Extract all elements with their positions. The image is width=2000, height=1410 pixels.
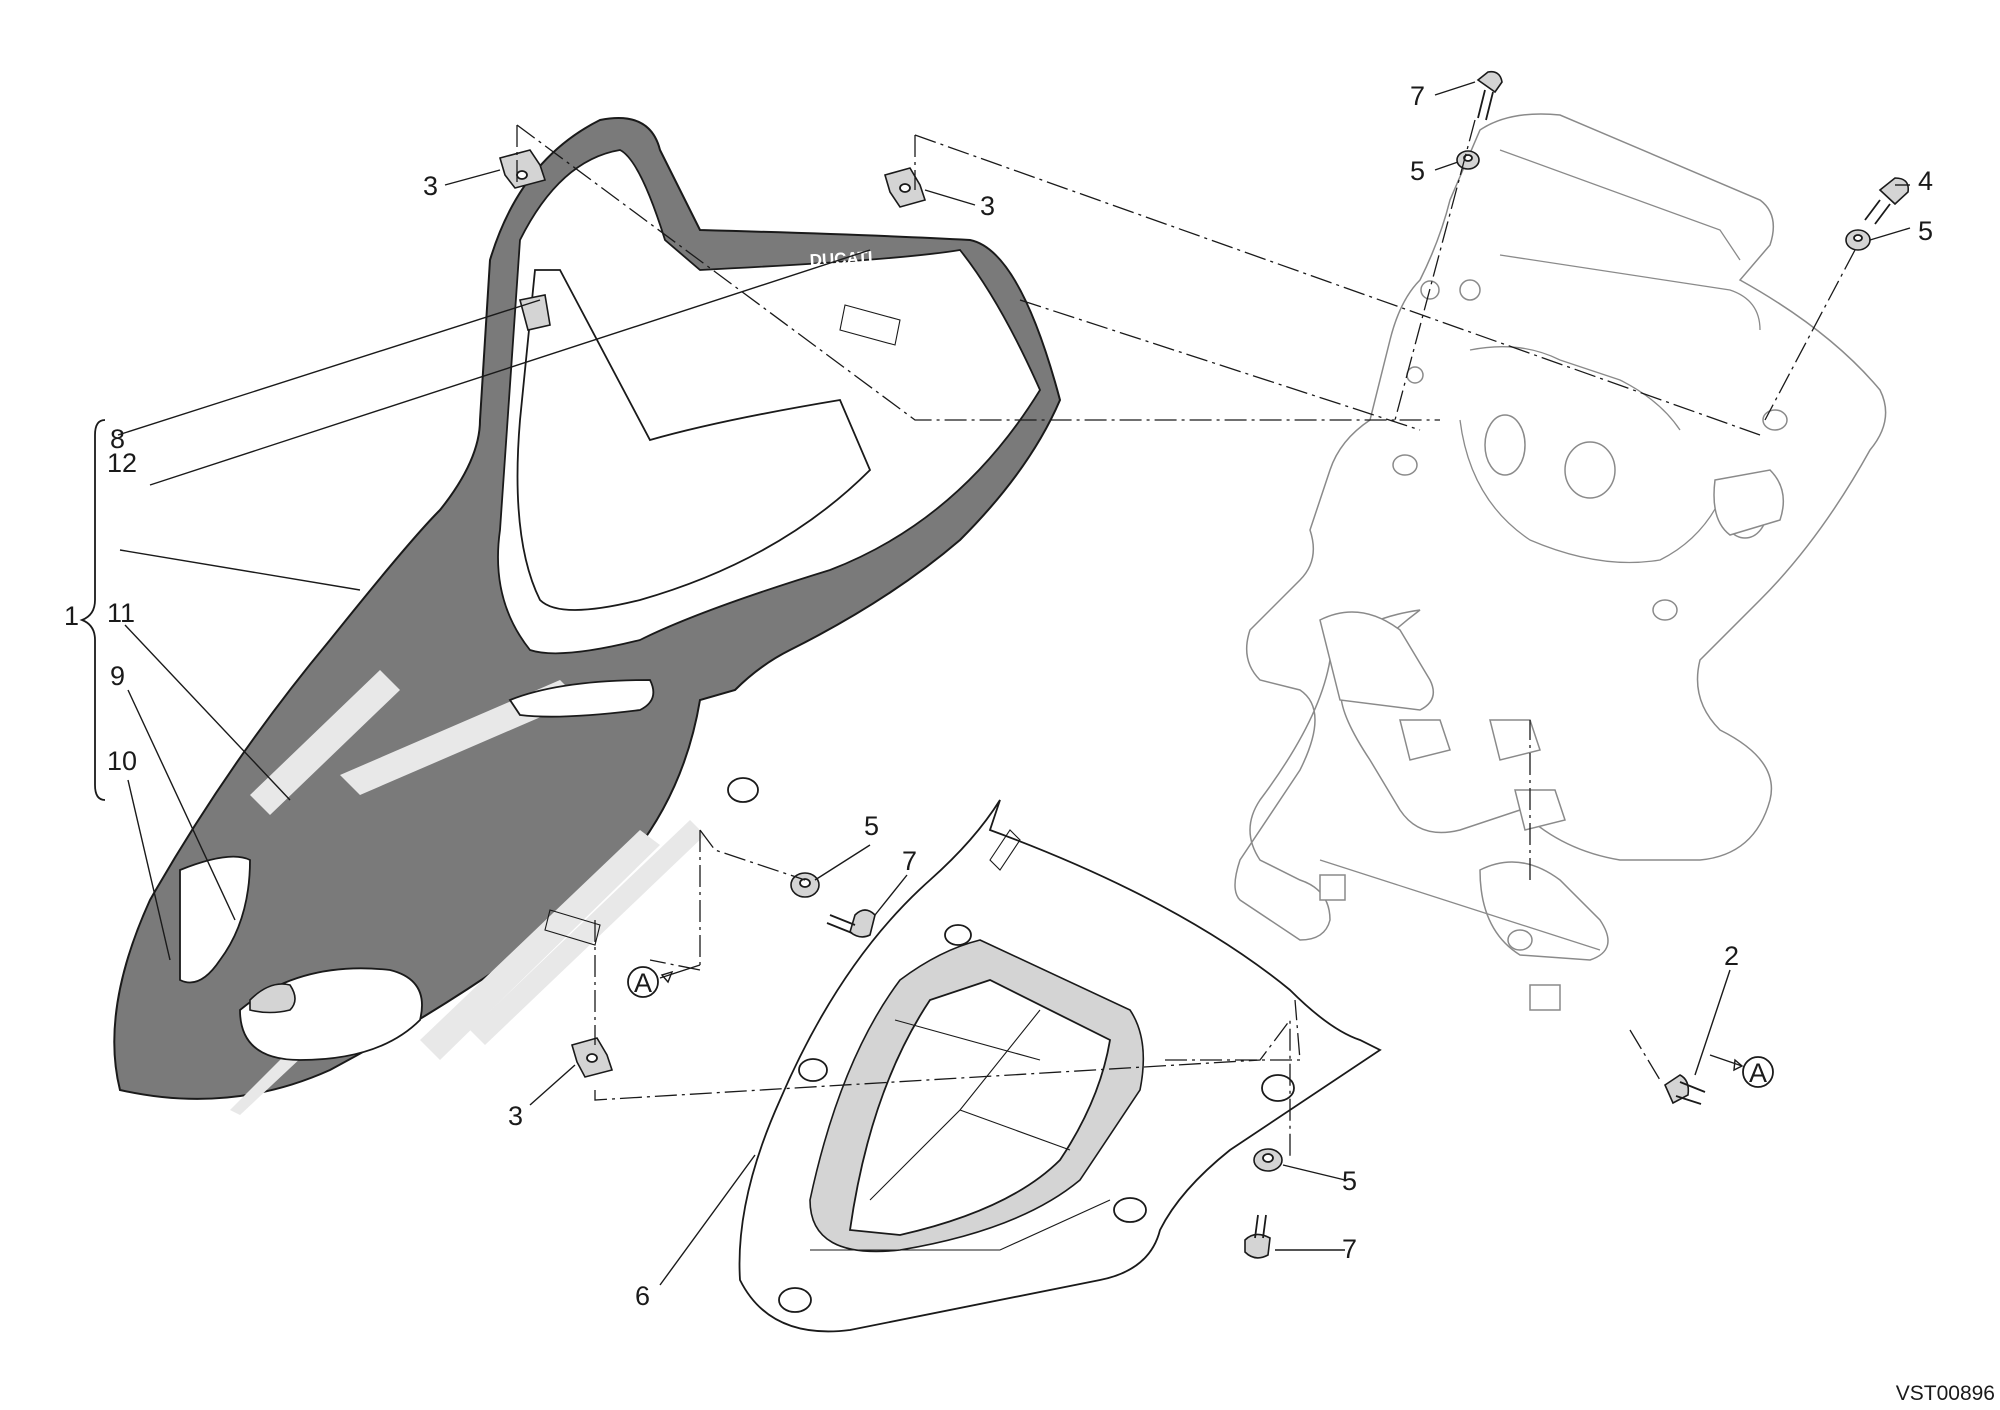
screw-2	[1663, 1074, 1706, 1105]
clip-nut-top-center	[884, 167, 927, 208]
washer-right	[1845, 229, 1871, 251]
callout-3-top-left: 3	[423, 171, 438, 201]
drawing-reference-code: VST00896	[1896, 1382, 1995, 1405]
callout-3-bottom: 3	[508, 1101, 523, 1131]
callout-10: 10	[107, 746, 137, 776]
leader-lines	[117, 81, 1911, 1286]
callout-7-top: 7	[1410, 81, 1425, 111]
screw-top	[1476, 70, 1503, 121]
screw-mid	[826, 909, 876, 938]
callout-5-right: 5	[1918, 216, 1933, 246]
callout-1: 1	[64, 601, 79, 631]
under-tray	[738, 799, 1382, 1333]
connection-marker-label: A	[634, 968, 652, 998]
callout-4: 4	[1918, 166, 1933, 196]
callout-11: 11	[107, 598, 135, 628]
clip-nut-bottom	[571, 1037, 614, 1078]
tail-cowl: DUCATI	[113, 117, 1062, 1115]
callout-5-mid: 5	[864, 811, 879, 841]
callout-5-top: 5	[1410, 156, 1425, 186]
callout-5-bottom: 5	[1342, 1166, 1357, 1196]
washer-mid	[790, 872, 820, 898]
callout-7-bottom: 7	[1342, 1234, 1357, 1264]
callout-7-mid: 7	[902, 846, 917, 876]
callout-labels: 8 12 1 11 9 10 3 3 3 7 5 4 5 5 7 5 7 6 2	[64, 81, 1933, 1311]
callout-3-top-center: 3	[980, 191, 995, 221]
assembly-lines	[516, 119, 1856, 1160]
washer-top	[1456, 150, 1480, 170]
washer-bottom	[1253, 1148, 1283, 1172]
callout-12: 12	[107, 448, 137, 478]
connection-marker-left: A	[627, 964, 701, 998]
connection-marker-right: A	[1709, 1054, 1774, 1088]
group-bracket	[79, 419, 106, 801]
callout-2: 2	[1724, 941, 1739, 971]
callout-9: 9	[110, 661, 125, 691]
callout-8: 8	[110, 424, 125, 454]
clip-nut-top-left	[499, 149, 547, 189]
screw-bottom	[1244, 1214, 1271, 1259]
callout-6: 6	[635, 1281, 650, 1311]
connection-marker-label: A	[1749, 1058, 1767, 1088]
subframe-ghost	[1234, 113, 1887, 1011]
